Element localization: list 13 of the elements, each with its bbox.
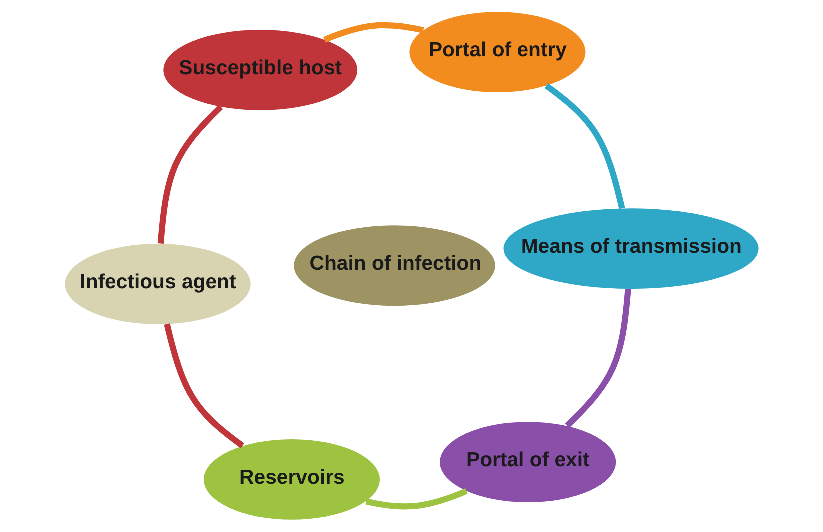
node-ellipse: Chain of infection <box>294 226 495 306</box>
node-ellipse: Infectious agent <box>64 244 250 324</box>
node-ellipse: Susceptible host <box>163 30 358 110</box>
node-ellipse: Means of transmission <box>503 208 758 290</box>
connector <box>164 324 244 448</box>
connector <box>544 84 625 210</box>
connector <box>323 22 424 43</box>
node-ellipse: Portal of entry <box>409 12 586 92</box>
connector <box>365 488 468 510</box>
node-ellipse: Reservoirs <box>203 440 380 520</box>
connector <box>157 104 223 244</box>
connector <box>564 288 631 428</box>
node-ellipse: Portal of exit <box>440 422 616 503</box>
